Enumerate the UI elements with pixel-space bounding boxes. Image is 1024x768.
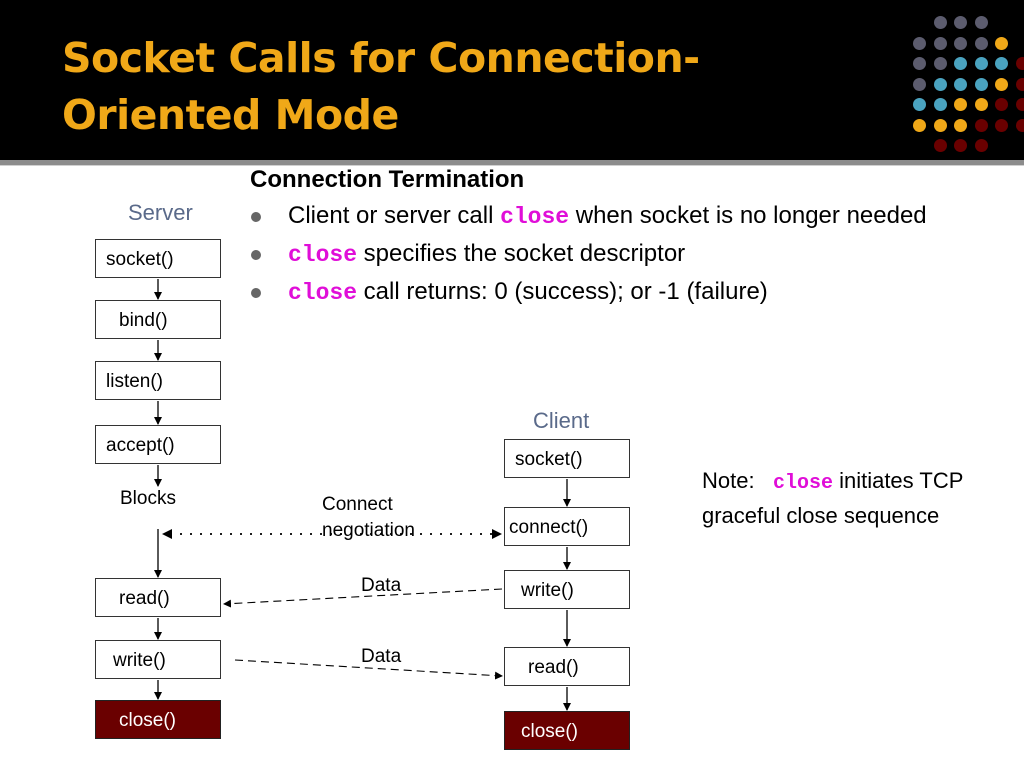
decorative-dot (954, 16, 967, 29)
decorative-dot (954, 57, 967, 70)
call-label: connect() (509, 517, 589, 538)
bullet-dot-icon (251, 212, 261, 222)
decorative-dot (974, 98, 988, 111)
decorative-dot (913, 118, 926, 132)
decorative-dot (954, 77, 967, 91)
bullet-text: when socket is no longer needed (569, 202, 927, 229)
decorative-dot (1015, 118, 1024, 132)
decorative-dot (974, 36, 988, 50)
bullet-text: Client or server call (288, 202, 501, 229)
section-heading: Connection Termination (250, 166, 525, 193)
bullet-dot-icon (251, 288, 261, 298)
decorative-dot (995, 36, 1008, 50)
data-label: Data (361, 575, 402, 596)
close-keyword: close (288, 280, 358, 306)
decorative-dot (933, 98, 947, 111)
server-write-box: write() (95, 640, 221, 679)
decorative-dot (933, 118, 947, 132)
bullet-dot-icon (251, 250, 261, 260)
decorative-dot (954, 139, 967, 152)
call-label: socket() (106, 249, 174, 270)
call-label: accept() (106, 435, 175, 456)
decorative-dot (995, 57, 1008, 70)
client-write-box: write() (504, 570, 630, 609)
note-body: initiates TCP graceful close sequence (702, 468, 963, 528)
server-read-box: read() (95, 578, 221, 617)
decorative-dot (933, 77, 947, 91)
call-label: socket() (515, 449, 583, 470)
server-column-label: Server (128, 200, 193, 225)
data-arrow-to-server (223, 588, 503, 608)
decorative-dot (954, 118, 967, 132)
call-label: close() (119, 710, 177, 731)
decorative-dot (954, 98, 967, 111)
decorative-dot (974, 57, 988, 70)
close-keyword: close (772, 472, 833, 495)
blocks-label: Blocks (120, 488, 176, 509)
decorative-dot (974, 16, 988, 29)
decorative-dot (933, 57, 947, 70)
server-bind-box: bind() (95, 300, 221, 339)
decorative-dot (995, 98, 1008, 111)
client-connect-box: connect() (504, 507, 630, 546)
call-label: write() (113, 650, 166, 671)
call-label: listen() (106, 371, 164, 392)
decorative-dot (974, 77, 988, 91)
bullet-text: call returns: 0 (success); or -1 (failur… (357, 278, 768, 305)
decorative-dot (913, 57, 926, 70)
client-read-box: read() (504, 647, 630, 686)
client-socket-box: socket() (504, 439, 630, 478)
arrowhead-icon (162, 529, 172, 539)
data-arrow-to-client (234, 659, 503, 680)
decorative-dot (995, 118, 1008, 132)
decorative-dot (974, 118, 988, 132)
decorative-dot (1015, 57, 1024, 70)
note-text: Note: close initiates TCP graceful close… (702, 465, 992, 532)
decorative-dot (933, 16, 947, 29)
client-close-box: close() (504, 711, 630, 750)
connect-negotiation-label: Connect negotiation (322, 494, 415, 541)
decorative-dot (974, 139, 988, 152)
server-socket-box: socket() (95, 239, 221, 278)
decorative-dot (1015, 98, 1024, 111)
call-label: bind() (119, 310, 168, 331)
bullet-item: close call returns: 0 (success); or -1 (… (250, 276, 980, 309)
call-label: write() (521, 580, 574, 601)
close-keyword: close (500, 204, 570, 230)
decorative-dot (913, 77, 926, 91)
slide-header (0, 0, 1024, 160)
bullet-item: Client or server call close when socket … (250, 200, 980, 233)
decorative-dot (913, 98, 926, 111)
decorative-dot (913, 36, 926, 50)
data-label: Data (361, 646, 402, 667)
call-label: read() (528, 657, 579, 678)
bullet-text: specifies the socket descriptor (357, 240, 686, 267)
decorative-dot (933, 139, 947, 152)
decorative-dot (954, 36, 967, 50)
decorative-dot (933, 36, 947, 50)
call-label: close() (521, 721, 579, 742)
call-label: read() (119, 588, 170, 609)
server-accept-box: accept() (95, 425, 221, 464)
server-close-box: close() (95, 700, 221, 739)
decorative-dot (1015, 77, 1024, 91)
note-label: Note: (702, 468, 755, 493)
bullet-item: close specifies the socket descriptor (250, 238, 980, 271)
bullet-list: Client or server call close when socket … (250, 200, 980, 314)
slide-title: Socket Calls for Connection-Oriented Mod… (62, 34, 700, 139)
client-column-label: Client (533, 408, 590, 433)
close-keyword: close (288, 242, 358, 268)
server-listen-box: listen() (95, 361, 221, 400)
decorative-dot (995, 77, 1008, 91)
arrowhead-icon (492, 529, 502, 539)
header-divider (0, 160, 1024, 166)
